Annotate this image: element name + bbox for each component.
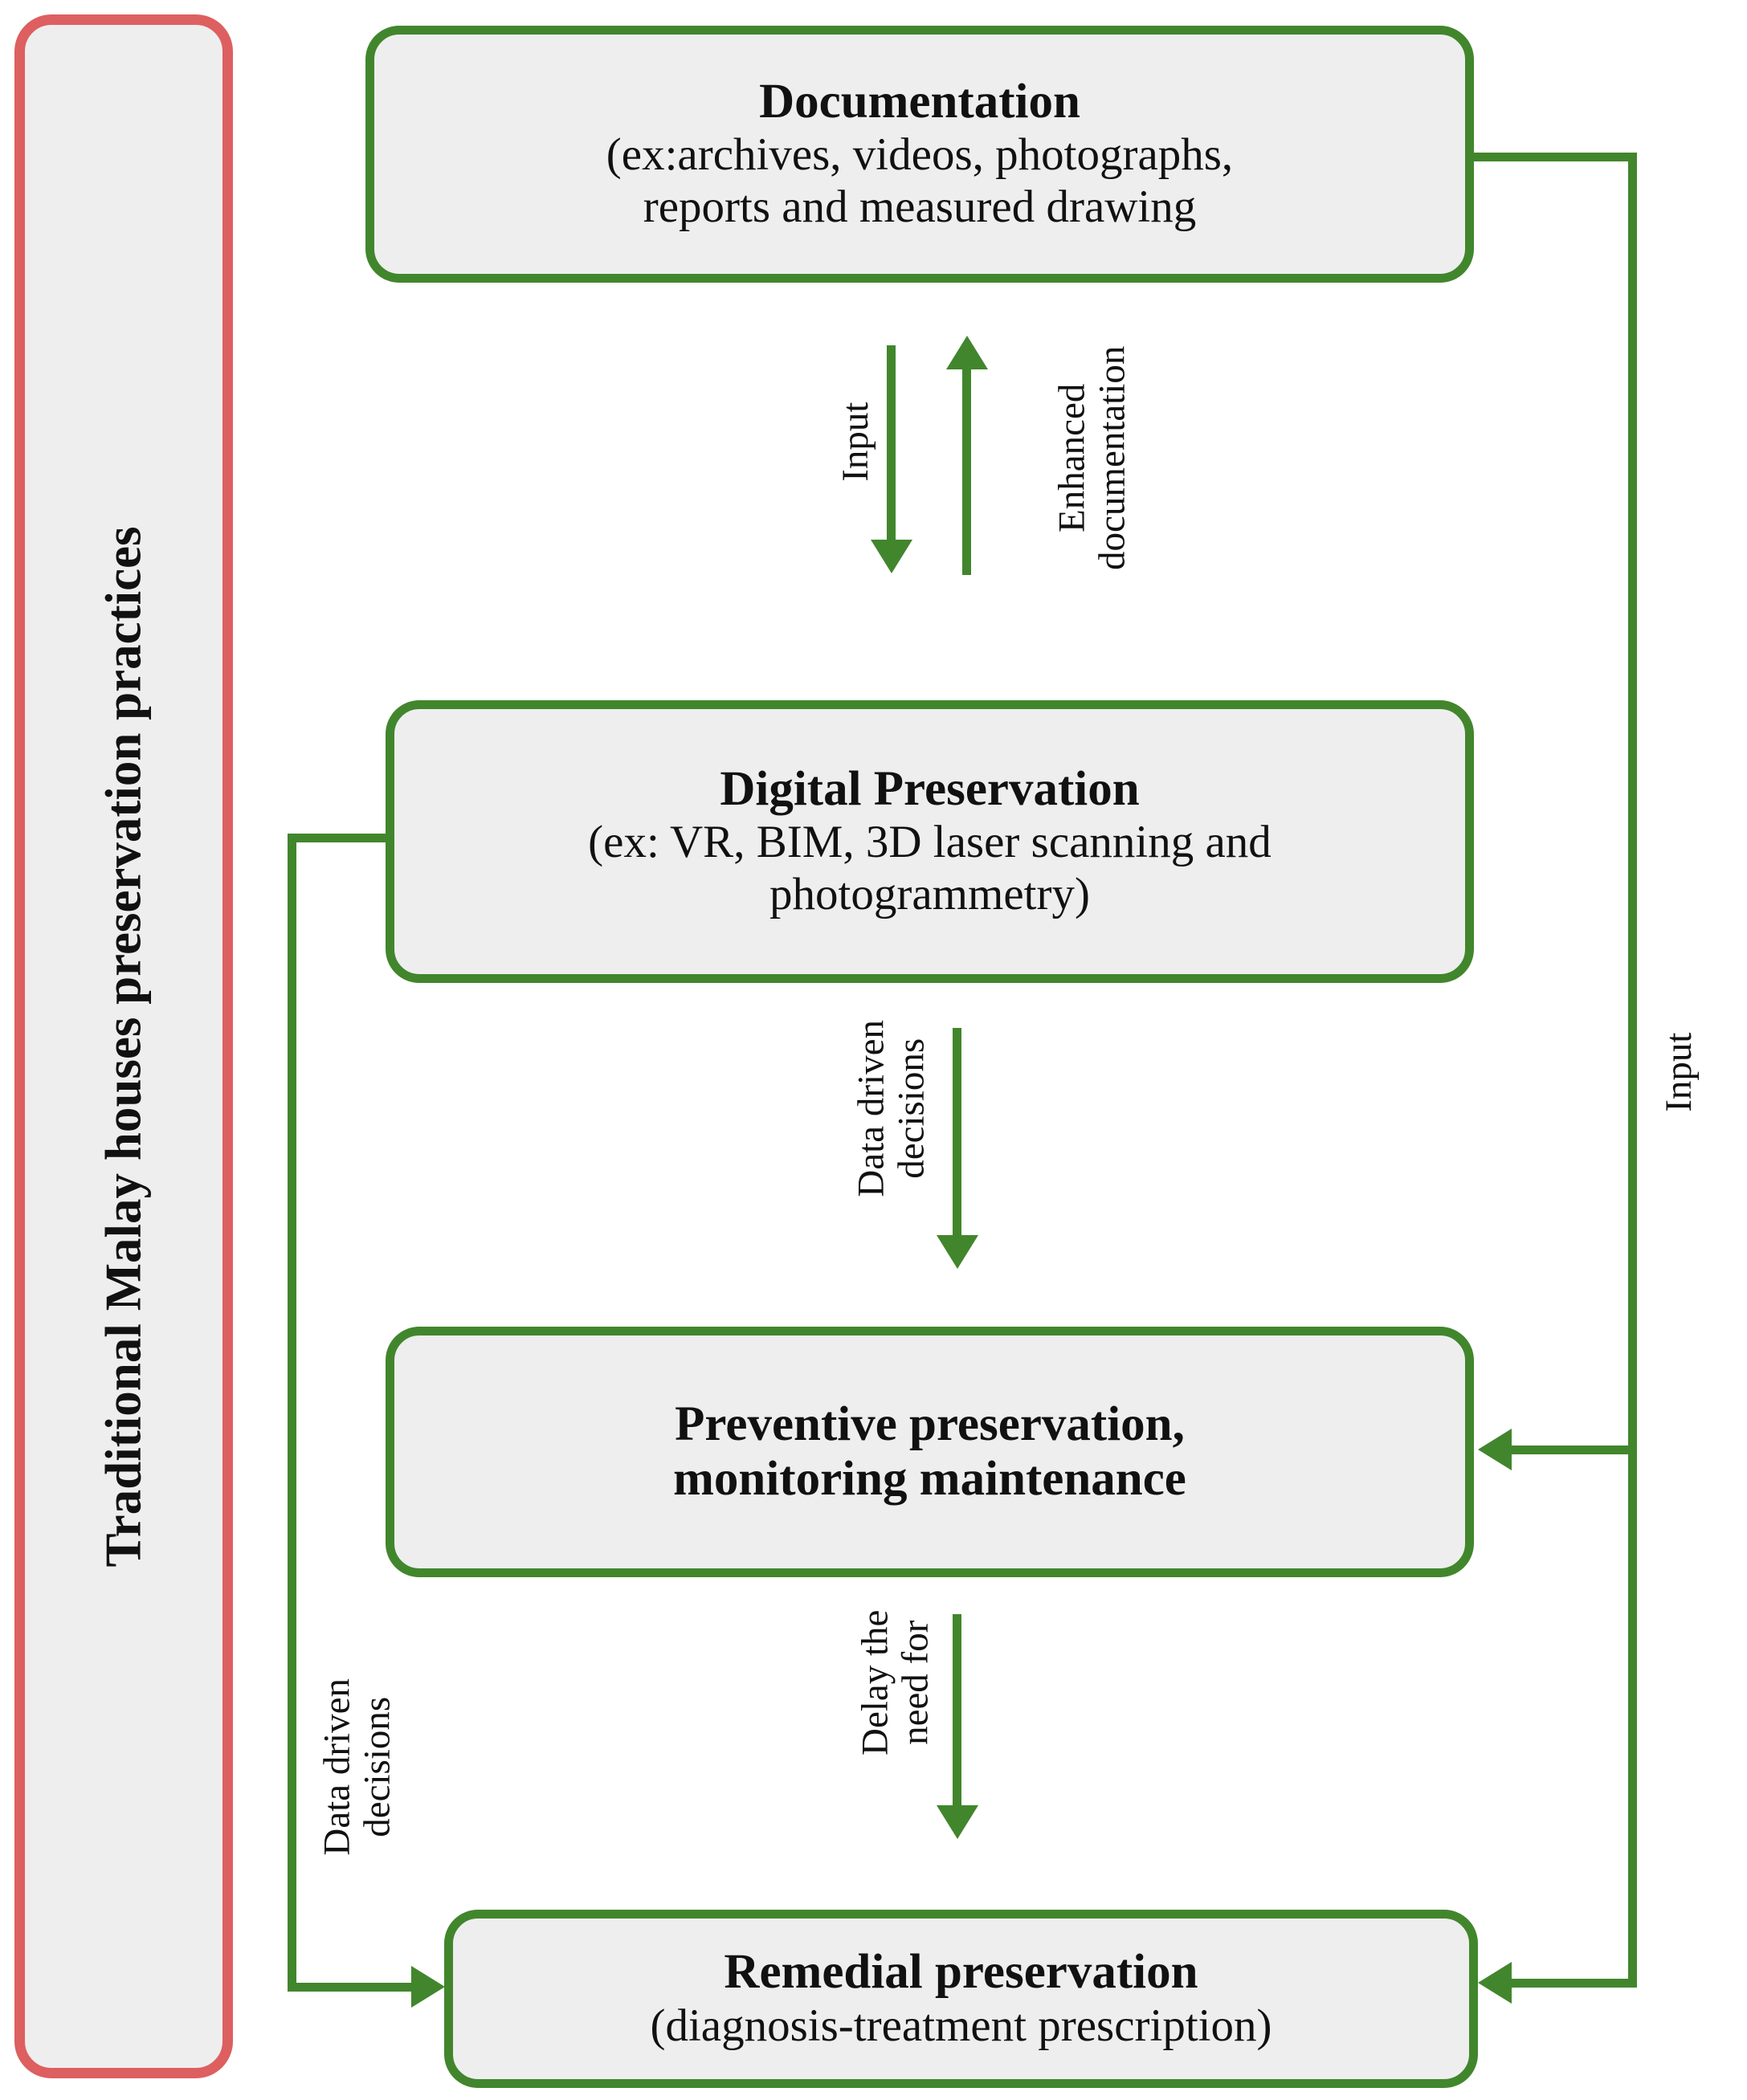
node-documentation-subtitle-line1: (ex:archives, videos, photographs, (606, 129, 1234, 181)
node-digital-preservation[interactable]: Digital Preservation (ex: VR, BIM, 3D la… (386, 700, 1474, 983)
edge-digital-to-remedial-label: Data driven decisions (316, 1678, 398, 1856)
node-digital-preservation-subtitle-line2: photogrammetry) (769, 869, 1090, 920)
node-preventive-preservation-title-line2: monitoring maintenance (673, 1452, 1186, 1506)
node-digital-preservation-subtitle-line1: (ex: VR, BIM, 3D laser scanning and (588, 817, 1271, 868)
edge-digital-to-doc-arrowhead (946, 336, 988, 369)
edge-digital-to-doc-line (962, 366, 971, 575)
node-remedial-preservation[interactable]: Remedial preservation (diagnosis-treatme… (444, 1910, 1478, 2088)
edge-digital-to-remedial-vertical-segment (288, 834, 296, 1992)
edge-doc-right-branch-trunk (1628, 153, 1637, 1988)
node-digital-preservation-title: Digital Preservation (720, 761, 1140, 816)
node-documentation-subtitle-line2: reports and measured drawing (643, 181, 1197, 233)
edge-digital-to-remedial-bottom-segment (288, 1983, 420, 1992)
edge-preventive-to-remedial-arrowhead (937, 1805, 978, 1839)
edge-digital-to-remedial-top-segment (288, 834, 392, 842)
edge-preventive-to-remedial-label: Delay the need for (854, 1609, 937, 1755)
node-preventive-preservation[interactable]: Preventive preservation, monitoring main… (386, 1327, 1474, 1577)
node-documentation[interactable]: Documentation (ex:archives, videos, phot… (365, 26, 1474, 283)
edge-doc-to-digital-line (887, 345, 896, 546)
edge-digital-to-preventive-arrowhead (937, 1235, 978, 1269)
edge-digital-to-doc-label: Enhanced documentation (1051, 345, 1133, 570)
node-remedial-preservation-title: Remedial preservation (724, 1945, 1198, 2000)
sidebar-container: Traditional Malay houses preservation pr… (14, 14, 233, 2078)
edge-doc-to-digital-label: Input (834, 402, 876, 482)
node-documentation-title: Documentation (759, 74, 1080, 128)
edge-digital-to-preventive-label: Data driven decisions (850, 1020, 933, 1197)
edge-doc-to-digital-arrowhead (871, 540, 912, 573)
edge-right-to-preventive-segment (1512, 1446, 1634, 1454)
edge-preventive-to-remedial-line (953, 1614, 961, 1811)
edge-right-to-remedial-arrowhead (1478, 1962, 1512, 2004)
edge-doc-right-branch-label: Input (1657, 1032, 1700, 1112)
edge-right-to-remedial-segment (1512, 1979, 1634, 1988)
edge-digital-to-preventive-line (953, 1028, 961, 1241)
sidebar-title: Traditional Malay houses preservation pr… (95, 525, 152, 1568)
edge-doc-right-branch-top-segment (1467, 153, 1637, 161)
node-remedial-preservation-subtitle: (diagnosis-treatment prescription) (650, 2000, 1272, 2051)
edge-right-to-preventive-arrowhead (1478, 1429, 1512, 1470)
node-preventive-preservation-title-line1: Preventive preservation, (675, 1397, 1185, 1451)
edge-digital-to-remedial-arrowhead (411, 1966, 445, 2008)
